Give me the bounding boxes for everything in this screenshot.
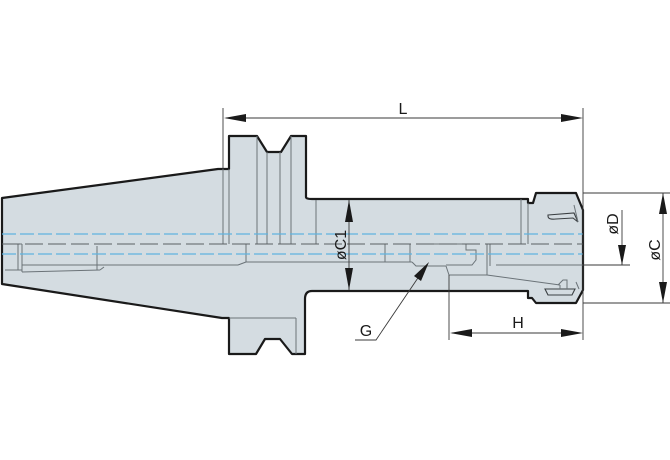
label-C1: øC1	[333, 230, 350, 260]
label-D: øD	[605, 213, 622, 234]
tool-holder-body	[0, 134, 585, 356]
label-G: G	[360, 323, 372, 340]
dimension-C1: øC1	[333, 200, 353, 290]
centerlines	[2, 233, 583, 255]
label-C: øC	[647, 239, 664, 260]
inner-details	[5, 136, 583, 354]
dimension-H: H	[448, 275, 583, 340]
label-L: L	[399, 101, 408, 118]
leader-G: G	[355, 262, 429, 341]
dimension-L: L	[222, 101, 584, 340]
dimension-C: øC	[583, 192, 670, 304]
dimension-D: øD	[583, 210, 630, 266]
label-H: H	[512, 315, 524, 332]
